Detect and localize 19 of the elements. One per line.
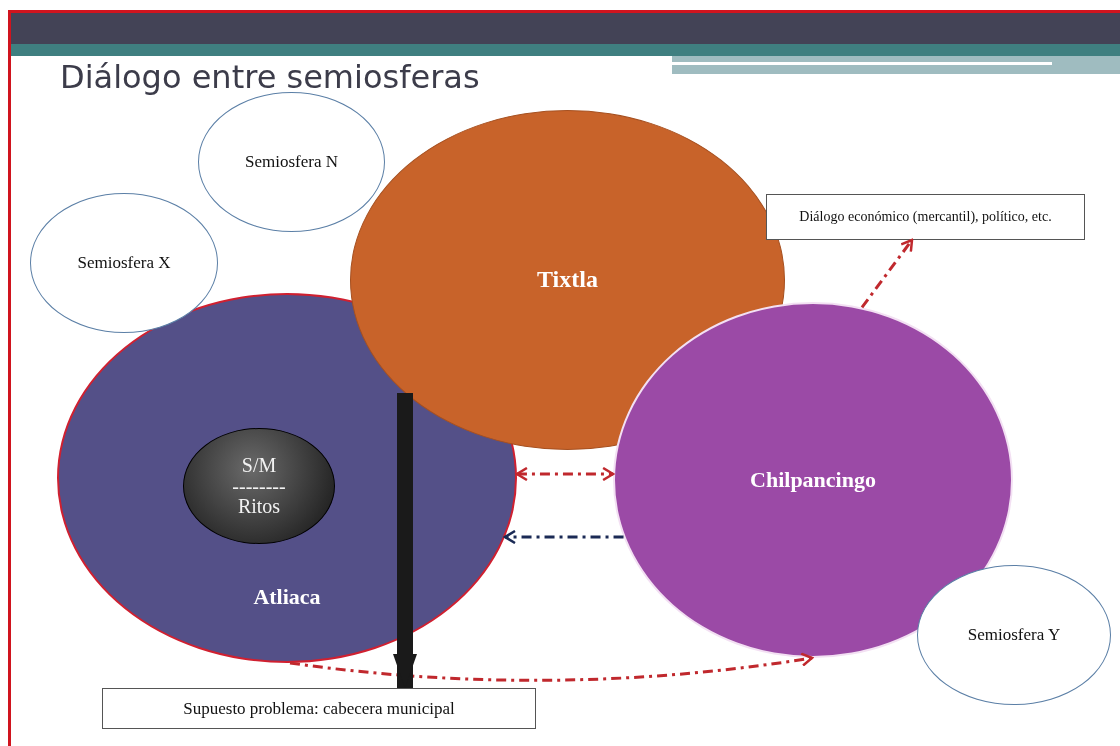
node-label: Atliaca [253,583,321,609]
node-label: S/M [241,454,277,477]
node-label: Supuesto problema: cabecera municipal [183,698,455,719]
slide-title: Diálogo entre semiosferas [60,58,480,96]
dash-dot-arrow [289,652,814,682]
block-arrow [393,393,417,688]
note-box [766,194,1085,240]
divider-text: -------- [232,477,286,495]
note-box [102,688,536,729]
dash-dot-arrow [515,466,615,482]
node-label: Semiosfera Y [967,625,1061,645]
node-label: Semiosfera X [77,253,171,273]
node-label: Ritos [237,495,281,518]
node-label: Semiosfera N [245,152,338,172]
dash-dot-arrow [503,529,624,545]
dash-dot-arrow [860,238,914,309]
node-label: Chilpancingo [750,467,876,493]
node-label: Tixtla [537,266,598,294]
node-label: Diálogo económico (mercantil), político, etc. [799,208,1052,226]
